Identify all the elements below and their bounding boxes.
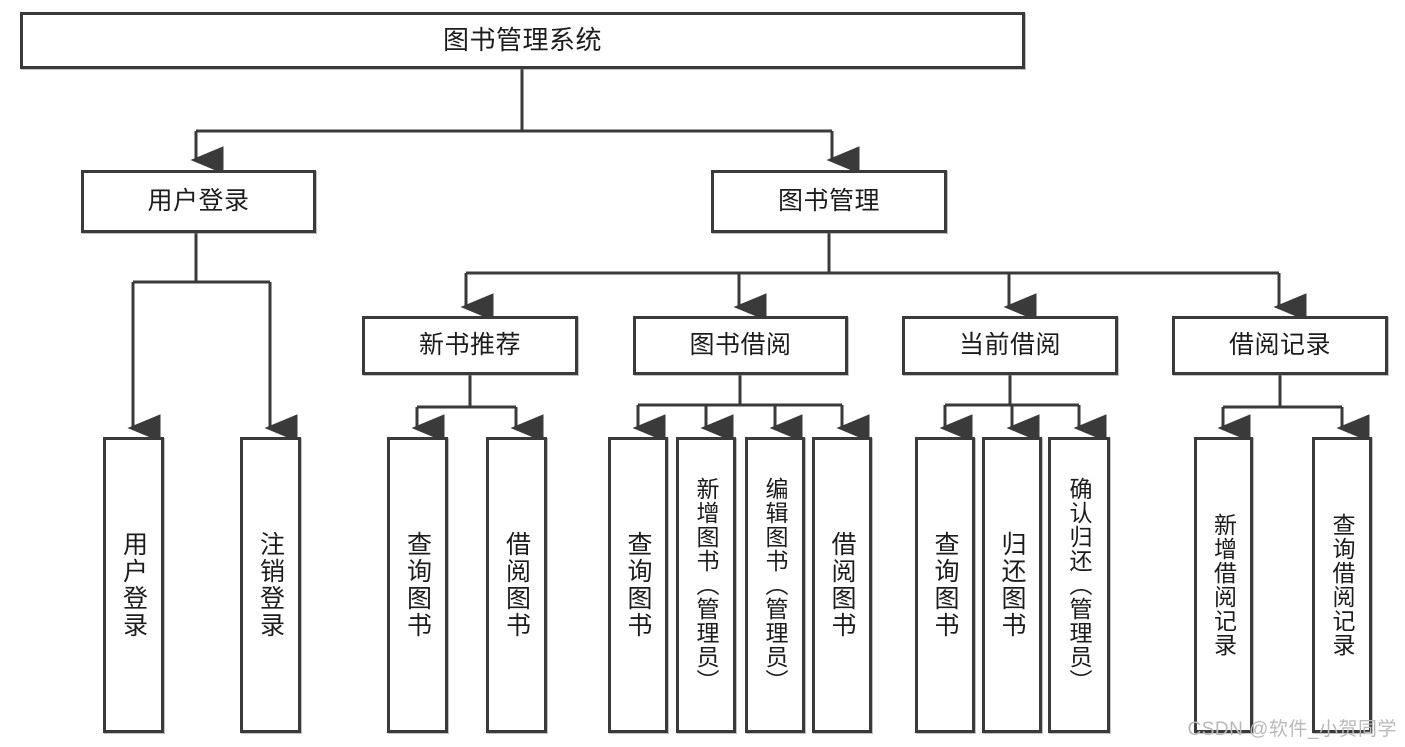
node-label: 查询图书 — [624, 531, 652, 639]
leaf-return-book[interactable]: 归还图书 — [982, 437, 1042, 733]
node-label: 借阅图书 — [502, 531, 531, 639]
watermark-text: CSDN @软件_小贺同学 — [1187, 719, 1397, 740]
leaf-logout-login[interactable]: 注销登录 — [240, 437, 301, 733]
node-label: 确认归还（管理员） — [1066, 477, 1093, 693]
node-label: 借阅图书 — [828, 531, 856, 639]
leaf-edit-book[interactable]: 编辑图书（管理员） — [745, 437, 805, 733]
leaf-confirm-return[interactable]: 确认归还（管理员） — [1048, 437, 1110, 733]
node-new-book-recommend[interactable]: 新书推荐 — [362, 316, 578, 375]
node-current-borrow[interactable]: 当前借阅 — [902, 316, 1118, 375]
leaf-query-book-borrow[interactable]: 查询图书 — [608, 437, 668, 733]
leaf-borrow-book-recommend[interactable]: 借阅图书 — [486, 437, 547, 733]
node-label: 编辑图书（管理员） — [762, 477, 789, 693]
leaf-user-login[interactable]: 用户登录 — [103, 437, 164, 733]
node-label: 图书借阅 — [689, 330, 792, 359]
node-label: 新书推荐 — [418, 330, 521, 359]
node-label: 用户登录 — [119, 531, 148, 639]
leaf-borrow-book[interactable]: 借阅图书 — [812, 437, 872, 733]
node-label: 图书管理系统 — [442, 25, 602, 56]
node-borrow-record[interactable]: 借阅记录 — [1172, 316, 1388, 375]
leaf-query-book-current[interactable]: 查询图书 — [915, 437, 975, 733]
node-label: 查询借阅记录 — [1329, 513, 1356, 657]
leaf-query-borrow-record[interactable]: 查询借阅记录 — [1312, 437, 1372, 733]
node-label: 查询图书 — [931, 531, 959, 639]
node-label: 查询图书 — [403, 531, 432, 639]
node-label: 新增借阅记录 — [1210, 513, 1237, 657]
node-label: 图书管理 — [777, 186, 880, 215]
node-root-system[interactable]: 图书管理系统 — [20, 12, 1025, 69]
leaf-add-book[interactable]: 新增图书（管理员） — [676, 437, 736, 733]
node-user-login[interactable]: 用户登录 — [81, 170, 316, 233]
node-label: 当前借阅 — [958, 330, 1061, 359]
node-book-manage[interactable]: 图书管理 — [711, 170, 947, 233]
node-label: 新增图书（管理员） — [693, 477, 720, 693]
node-book-borrow[interactable]: 图书借阅 — [633, 316, 848, 375]
leaf-query-book-recommend[interactable]: 查询图书 — [387, 437, 448, 733]
leaf-add-borrow-record[interactable]: 新增借阅记录 — [1194, 437, 1253, 733]
node-label: 用户登录 — [147, 186, 250, 215]
node-label: 借阅记录 — [1228, 330, 1331, 359]
node-label: 注销登录 — [256, 531, 285, 639]
node-label: 归还图书 — [998, 531, 1026, 639]
